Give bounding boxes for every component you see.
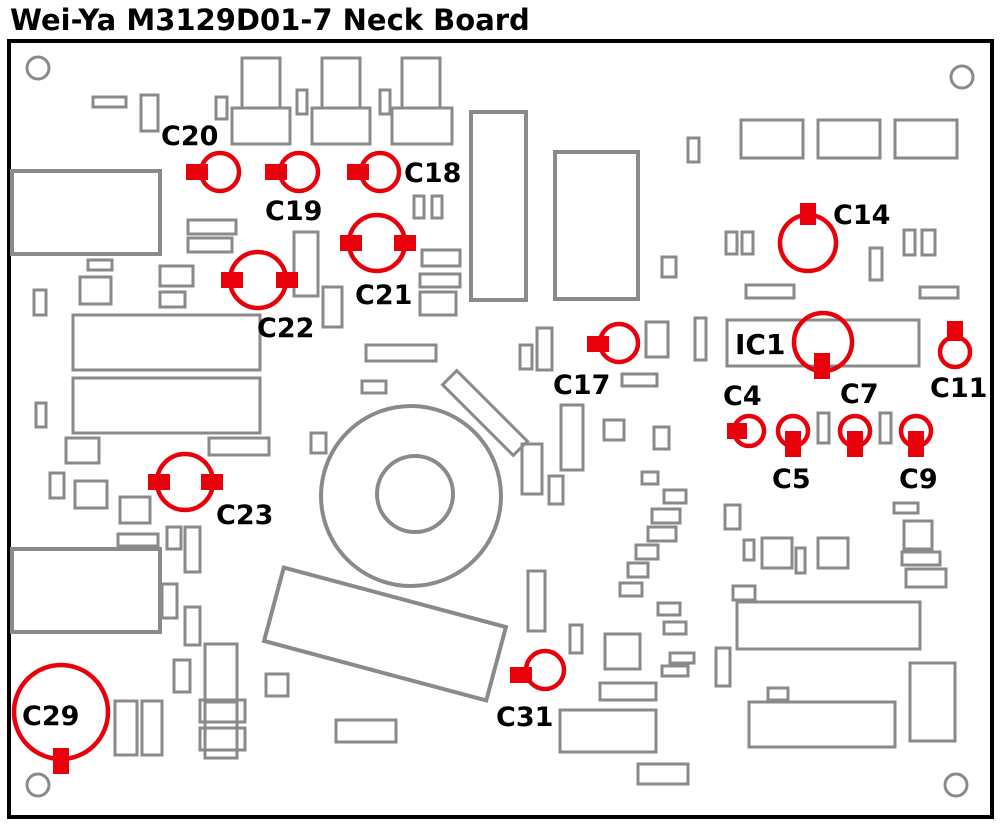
capacitor-label: C23	[216, 500, 273, 531]
ic-ic1: IC1	[735, 310, 855, 379]
mounting-holes	[25, 55, 975, 798]
diagram-title: Wei-Ya M3129D01-7 Neck Board	[10, 3, 530, 37]
capacitor-label: C4	[723, 381, 762, 412]
capacitor-c4: C4	[723, 381, 767, 449]
capacitor-label: C19	[265, 196, 322, 227]
capacitor-c17: C17	[553, 321, 641, 401]
capacitor-c22: C22	[221, 249, 314, 344]
capacitor-label: C22	[257, 313, 314, 344]
capacitor-label: C20	[161, 121, 218, 152]
capacitor-c9: C9	[898, 413, 938, 495]
capacitor-label: C11	[930, 373, 987, 404]
capacitor-c5: C5	[772, 413, 811, 495]
capacitor-c29: C29	[11, 662, 111, 774]
capacitor-c19: C19	[265, 150, 322, 227]
mounting-hole	[949, 64, 975, 90]
mounting-hole	[943, 772, 969, 798]
capacitor-label: C31	[496, 702, 553, 733]
board-components	[10, 56, 960, 786]
capacitor-label: C9	[899, 464, 938, 495]
capacitor-label: C29	[22, 701, 79, 732]
capacitor-label: C5	[772, 464, 811, 495]
capacitor-label: C7	[840, 379, 879, 410]
capacitor-c7: C7	[837, 379, 879, 457]
capacitor-label: C14	[833, 200, 890, 231]
capacitor-c20: C20	[161, 121, 242, 194]
mounting-hole	[25, 772, 51, 798]
capacitor-c14: C14	[777, 200, 890, 274]
capacitor-c31: C31	[496, 648, 567, 733]
capacitors: C20 C19 C18 C21 C22	[11, 121, 987, 774]
capacitor-label: C21	[355, 280, 412, 311]
capacitor-label: C18	[404, 158, 461, 189]
capacitor-c21: C21	[340, 212, 416, 311]
ic-label: IC1	[735, 328, 785, 361]
board-outline	[7, 39, 994, 819]
capacitor-c11: C11	[930, 321, 987, 404]
capacitor-c18: C18	[347, 150, 461, 194]
capacitor-label: C17	[553, 370, 610, 401]
capacitor-c23: C23	[148, 451, 273, 531]
mounting-hole	[25, 55, 51, 81]
